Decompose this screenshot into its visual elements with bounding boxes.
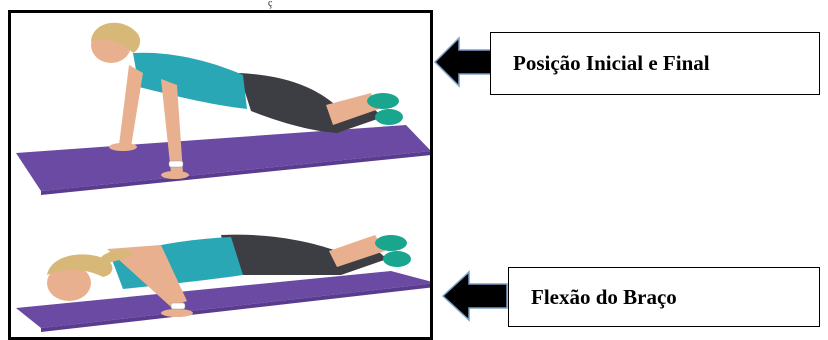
- arm-flexion-text: Flexão do Braço: [531, 285, 677, 310]
- pushup-photo-frame: [8, 10, 433, 340]
- flexion-position-figure: [16, 235, 433, 332]
- plank-position-figure: [16, 23, 431, 195]
- left-arrow-icon: [433, 35, 493, 89]
- start-end-position-text: Posição Inicial e Final: [513, 51, 710, 76]
- pushup-illustration: [11, 13, 433, 340]
- cropped-heading-fragment: ç: [268, 0, 272, 8]
- start-end-position-label: Posição Inicial e Final: [490, 32, 820, 95]
- left-arrow-icon: [441, 269, 509, 323]
- arm-flexion-label: Flexão do Braço: [508, 267, 820, 327]
